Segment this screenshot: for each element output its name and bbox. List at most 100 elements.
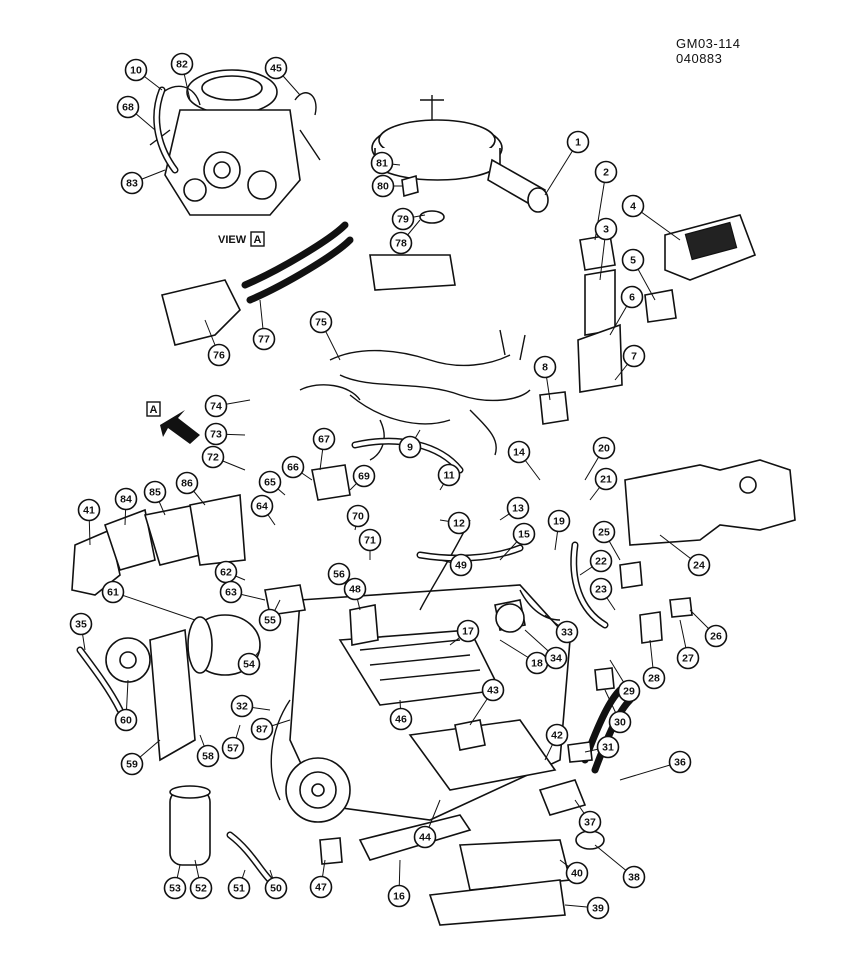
callout-number: 10 [130, 65, 142, 77]
relay-8 [539, 391, 569, 425]
callout-bubble [175, 471, 199, 495]
callout-bubble [456, 619, 480, 643]
callout-62: 62 [214, 560, 238, 584]
callout-bubble [565, 861, 589, 885]
valve-48 [349, 604, 379, 646]
callout-61: 61 [101, 580, 125, 604]
callout-26: 26 [704, 624, 728, 648]
callout-64: 64 [250, 494, 274, 518]
callout-bubble [413, 825, 437, 849]
callout-87: 87 [250, 717, 274, 741]
callout-bubble [120, 752, 144, 776]
callout-number: 9 [407, 442, 413, 454]
callout-bubble [622, 865, 646, 889]
callout-82: 82 [170, 52, 194, 76]
callout-number: 48 [349, 584, 361, 596]
callout-bubble [258, 608, 282, 632]
callout-bubble [507, 440, 531, 464]
callout-bubble [204, 394, 228, 418]
callout-number: 40 [571, 868, 583, 880]
callout-bubble [544, 646, 568, 670]
callout-bubble [309, 875, 333, 899]
callout-bubble [704, 624, 728, 648]
callout-bubble [77, 498, 101, 522]
callout-39: 39 [586, 896, 610, 920]
callout-58: 58 [196, 744, 220, 768]
callout-35: 35 [69, 612, 93, 636]
callout-number: 8 [542, 362, 548, 374]
callout-number: 47 [315, 882, 327, 894]
callout-number: 68 [122, 102, 134, 114]
callout-bubble [620, 285, 644, 309]
callout-bubble [676, 646, 700, 670]
callout-bubble [227, 876, 251, 900]
callout-number: 18 [531, 658, 543, 670]
callout-79: 79 [391, 207, 415, 231]
callout-number: 37 [584, 817, 596, 829]
air-cleaner [371, 95, 549, 213]
callout-21: 21 [594, 467, 618, 491]
callout-29: 29 [617, 679, 641, 703]
callout-38: 38 [622, 865, 646, 889]
callout-bubble [309, 310, 333, 334]
callout-33: 33 [555, 620, 579, 644]
callout-number: 72 [207, 452, 219, 464]
callout-number: 74 [210, 401, 222, 413]
callout-51: 51 [227, 876, 251, 900]
switch-47 [319, 837, 343, 865]
callout-47: 47 [309, 875, 333, 899]
callout-number: 4 [630, 201, 636, 213]
callout-bubble [101, 580, 125, 604]
callout-68: 68 [116, 95, 140, 119]
callout-bubble [204, 422, 228, 446]
callout-number: 58 [202, 751, 214, 763]
callout-43: 43 [481, 678, 505, 702]
callout-number: 20 [598, 443, 610, 455]
callout-bubble [398, 435, 422, 459]
callout-number: 28 [648, 673, 660, 685]
callout-bubble [264, 876, 288, 900]
callout-81: 81 [370, 151, 394, 175]
callout-46: 46 [389, 707, 413, 731]
callout-bubble [189, 876, 213, 900]
callout-34: 34 [544, 646, 568, 670]
callout-bubble [358, 528, 382, 552]
callout-bubble [617, 679, 641, 703]
callout-number: 15 [518, 529, 530, 541]
callout-bubble [555, 620, 579, 644]
bracket-31 [567, 741, 593, 763]
callout-bubble [608, 710, 632, 734]
egr-63 [264, 584, 306, 616]
callout-9: 9 [398, 435, 422, 459]
callout-bubble [371, 174, 395, 198]
callout-number: 82 [176, 59, 188, 71]
leader-line-61 [112, 591, 196, 621]
callout-number: 29 [623, 686, 635, 698]
callout-bubble [622, 344, 646, 368]
callout-78: 78 [389, 231, 413, 255]
callout-83: 83 [120, 171, 144, 195]
callout-number: 21 [600, 474, 612, 486]
callout-bubble [481, 678, 505, 702]
sensor-80 [401, 174, 419, 198]
callout-bubble [594, 217, 618, 241]
callout-22: 22 [589, 549, 613, 573]
callout-bubble [114, 708, 138, 732]
callout-number: 73 [210, 429, 222, 441]
callout-bubble [114, 487, 138, 511]
callout-bubble [589, 577, 613, 601]
callout-number: 12 [453, 518, 465, 530]
callout-number: 39 [592, 903, 604, 915]
callout-bubble [668, 750, 692, 774]
callout-27: 27 [676, 646, 700, 670]
callout-number: 25 [598, 527, 610, 539]
callout-number: 34 [550, 653, 562, 665]
callout-number: 49 [455, 560, 467, 572]
callout-85: 85 [143, 480, 167, 504]
callout-bubble [252, 327, 276, 351]
callout-19: 19 [547, 509, 571, 533]
callout-bubble [370, 151, 394, 175]
callout-66: 66 [281, 455, 305, 479]
callout-72: 72 [201, 445, 225, 469]
callout-number: 63 [225, 587, 237, 599]
